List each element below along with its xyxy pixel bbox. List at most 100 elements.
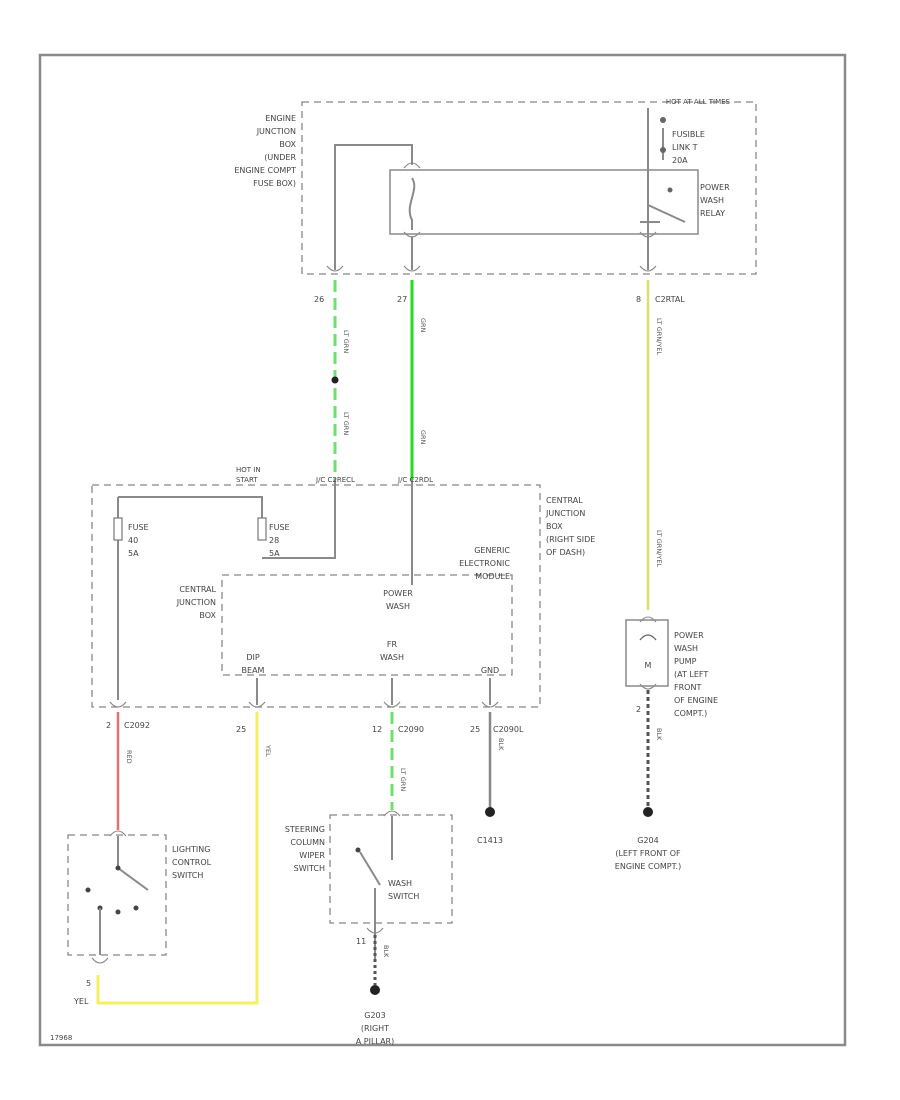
bottom-pin-1: 25 bbox=[236, 725, 246, 734]
wire-code-8: YEL bbox=[264, 744, 272, 757]
fuse-28-label-0: FUSE bbox=[269, 523, 290, 532]
engine-box-label-1: JUNCTION bbox=[256, 127, 296, 136]
pump-box bbox=[625, 619, 669, 687]
gem-label-0: GENERIC bbox=[474, 546, 510, 555]
engine-pin-26: 26 bbox=[314, 295, 324, 304]
dip-label-0: DIP bbox=[246, 653, 260, 662]
central-box-label-4: OF DASH) bbox=[546, 548, 585, 557]
hot-in-start-label-0: HOT IN bbox=[236, 466, 261, 474]
ground-g203-dot bbox=[370, 985, 380, 995]
gem-label-1: ELECTRONIC bbox=[459, 559, 510, 568]
relay-label-0: POWER bbox=[700, 183, 730, 192]
engine-box-label-0: ENGINE bbox=[265, 114, 296, 123]
wash-switch-pin: 11 bbox=[356, 937, 366, 946]
lighting-switch-label-0: LIGHTING bbox=[172, 845, 210, 854]
central-box-label-3: (RIGHT SIDE bbox=[546, 535, 595, 544]
ground-g204-dot bbox=[643, 807, 653, 817]
steering-switch-label-0: STEERING bbox=[285, 825, 325, 834]
jc-connector-right: J/C C2RDL bbox=[397, 476, 433, 484]
fuse-28-label-1: 28 bbox=[269, 536, 279, 545]
steering-switch-label-1: COLUMN bbox=[290, 838, 325, 847]
central-box-label-0: CENTRAL bbox=[546, 496, 583, 505]
diagram-frame bbox=[38, 53, 847, 1047]
engine-box-label-3: (UNDER bbox=[264, 153, 296, 162]
fusible-link-label-0: FUSIBLE bbox=[672, 130, 705, 139]
pump-motor-symbol: M bbox=[645, 661, 652, 670]
relay-box bbox=[389, 169, 699, 235]
fuse-40-symbol bbox=[113, 517, 123, 541]
fuse-28-label-2: 5A bbox=[269, 549, 280, 558]
engine-box-label-4: ENGINE COMPT bbox=[234, 166, 296, 175]
lighting-wire-code: YEL bbox=[73, 997, 89, 1006]
wire-code-10: BLK bbox=[497, 738, 505, 751]
figure-code: 17968 bbox=[50, 1034, 72, 1042]
wire-code-7: RED bbox=[125, 750, 133, 764]
gem-label-2: MODULE bbox=[475, 572, 510, 581]
engine-pin-8: 8 bbox=[636, 295, 641, 304]
lower-wires: RED YEL LT GRN BLK C1413 bbox=[96, 712, 505, 1005]
fuse-40-label-0: FUSE bbox=[128, 523, 149, 532]
wire-code-1: LT GRN bbox=[342, 330, 350, 353]
central-junction-box: CENTRAL JUNCTION BOX (RIGHT SIDE OF DASH… bbox=[91, 466, 595, 734]
wire-code-12: BLK bbox=[655, 728, 663, 741]
fuse-28-symbol bbox=[257, 517, 267, 541]
pump-label-4: FRONT bbox=[674, 683, 701, 692]
power-wash-label-0: POWER bbox=[383, 589, 413, 598]
power-wash-label-1: WASH bbox=[386, 602, 410, 611]
bottom-pin-3: 25 bbox=[470, 725, 480, 734]
wire-code-9: LT GRN bbox=[399, 768, 407, 791]
pump-label-6: COMPT.) bbox=[674, 709, 707, 718]
pump-label-3: (AT LEFT bbox=[674, 670, 708, 679]
wire-yel bbox=[96, 712, 259, 1005]
engine-pin-27: 27 bbox=[397, 295, 407, 304]
ground-g204-label-2: ENGINE COMPT.) bbox=[615, 862, 681, 871]
ground-g204-label-1: (LEFT FRONT OF bbox=[615, 849, 681, 858]
bottom-conn-3: C2090L bbox=[493, 725, 524, 734]
fusible-link-label-1: LINK T bbox=[672, 143, 698, 152]
wash-switch-label-1: SWITCH bbox=[388, 892, 419, 901]
ground-c1413-dot bbox=[485, 807, 495, 817]
engine-junction-box: ENGINE JUNCTION BOX (UNDER ENGINE COMPT … bbox=[234, 98, 757, 304]
dip-label-1: BEAM bbox=[242, 666, 265, 675]
central-box-label-1: JUNCTION bbox=[545, 509, 585, 518]
pump-pin: 2 bbox=[636, 705, 641, 714]
wire-code-6: LT GRN/YEL bbox=[655, 530, 663, 567]
engine-box-label-2: BOX bbox=[279, 140, 296, 149]
relay-label-2: RELAY bbox=[700, 209, 725, 218]
fr-wash-label-1: WASH bbox=[380, 653, 404, 662]
bottom-conn-2: C2090 bbox=[398, 725, 424, 734]
wire-code-2: LT GRN bbox=[342, 412, 350, 435]
module-box-label-0: CENTRAL bbox=[179, 585, 216, 594]
lighting-control-switch: LIGHTING CONTROL SWITCH 5 YEL bbox=[67, 830, 212, 1006]
fuse-40-label-1: 40 bbox=[128, 536, 138, 545]
pump-label-0: POWER bbox=[674, 631, 704, 640]
relay-label-1: WASH bbox=[700, 196, 724, 205]
gnd-label: GND bbox=[481, 666, 499, 675]
wash-switch-label-0: WASH bbox=[388, 879, 412, 888]
pump-label-2: PUMP bbox=[674, 657, 697, 666]
engine-box-label-5: FUSE BOX) bbox=[253, 179, 296, 188]
ground-g203-label-2: A PILLAR) bbox=[356, 1037, 394, 1046]
lighting-pin: 5 bbox=[86, 979, 91, 988]
steering-switch-label-3: SWITCH bbox=[294, 864, 325, 873]
steering-switch-label-2: WIPER bbox=[299, 851, 325, 860]
wire-code-3: GRN bbox=[419, 318, 427, 333]
hot-in-start-label-1: START bbox=[236, 476, 258, 484]
wire-code-4: GRN bbox=[419, 430, 427, 445]
bottom-pin-0: 2 bbox=[106, 721, 111, 730]
central-box-label-2: BOX bbox=[546, 522, 563, 531]
lighting-switch-label-2: SWITCH bbox=[172, 871, 203, 880]
module-box-label-2: BOX bbox=[199, 611, 216, 620]
fr-wash-label-0: FR bbox=[387, 640, 398, 649]
interconnect-wires: LT GRN LT GRN GRN GRN LT GRN/YEL LT GRN/… bbox=[262, 280, 663, 610]
engine-pin-connector: C2RTAL bbox=[655, 295, 685, 304]
ground-g204-label-0: G204 bbox=[637, 836, 658, 845]
jc-connector-left: J/C C2RECL bbox=[315, 476, 355, 484]
steering-column-switch: BLK STEERING COLUMN WIPER SWITCH WASH SW… bbox=[285, 810, 453, 1046]
pump-label-1: WASH bbox=[674, 644, 698, 653]
wire-code-5: LT GRN/YEL bbox=[655, 318, 663, 355]
hot-at-all-times-label: HOT AT ALL TIMES bbox=[666, 98, 731, 106]
pump-label-5: OF ENGINE bbox=[674, 696, 718, 705]
ground-g203-label-0: G203 bbox=[364, 1011, 385, 1020]
bottom-conn-0: C2092 bbox=[124, 721, 150, 730]
